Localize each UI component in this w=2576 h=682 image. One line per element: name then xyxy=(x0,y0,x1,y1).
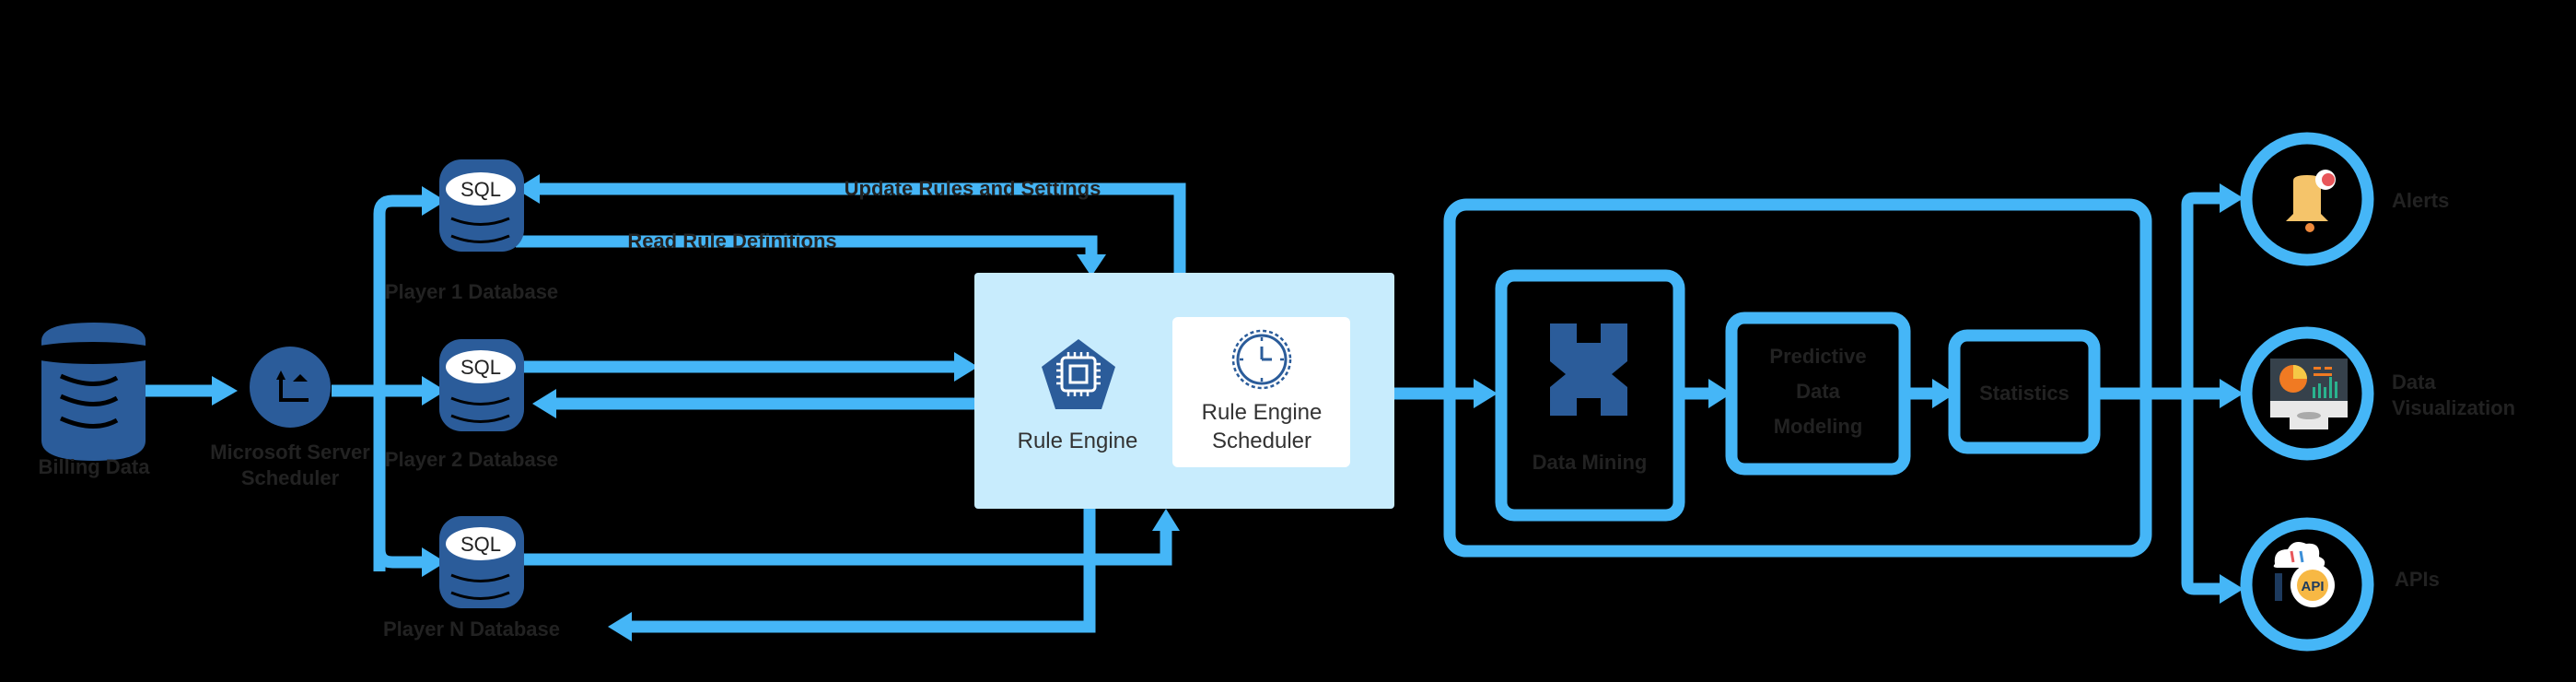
predictive-label-line3: Modeling xyxy=(1774,415,1863,438)
flow-bus-lower xyxy=(373,378,428,569)
bell-icon xyxy=(2286,170,2336,232)
arrowhead xyxy=(212,376,238,406)
scheduler-label-line2: Scheduler xyxy=(241,466,340,489)
arrowhead xyxy=(608,612,632,641)
api-cloud-gear-icon: API xyxy=(2273,542,2335,607)
sql-database-icon: SQL xyxy=(439,159,524,252)
predictive-box xyxy=(1725,312,1911,476)
sql-database-icon: SQL xyxy=(439,339,524,431)
chip-pentagon-icon xyxy=(1042,339,1115,409)
rule-engine-panel[interactable]: Rule Engine Rule Engine Scheduler xyxy=(974,273,1394,509)
update-rules-annotation: Update Rules and Settings xyxy=(845,177,1102,200)
rule-engine-scheduler-node[interactable]: Rule Engine Scheduler xyxy=(1172,317,1350,467)
arrowhead xyxy=(2220,379,2244,408)
clock-scheduler-icon xyxy=(250,347,331,428)
output-data-visualization[interactable]: Data Visualization xyxy=(2240,326,2515,461)
flow-dbn-to-engine xyxy=(520,525,1172,566)
data-mining-label: Data Mining xyxy=(1533,451,1648,474)
sql-icon-text: SQL xyxy=(460,178,501,201)
player-database-1[interactable]: SQL Player 1 Database xyxy=(385,159,558,303)
predictive-label-line1: Predictive xyxy=(1769,345,1866,368)
connectors xyxy=(146,174,2244,641)
flow-to-apis xyxy=(2181,394,2224,595)
arrowhead xyxy=(1077,254,1106,276)
arrowhead xyxy=(422,186,446,216)
billing-data-node[interactable]: Billing Data xyxy=(22,323,164,478)
arrowhead xyxy=(1932,379,1955,408)
player-2-database-label: Player 2 Database xyxy=(385,448,558,471)
sql-database-icon: SQL xyxy=(439,516,524,608)
rule-engine-label: Rule Engine xyxy=(1018,429,1138,453)
arrowhead xyxy=(422,376,446,406)
flow-bus-upper xyxy=(373,194,428,571)
scheduler-label-line1: Microsoft Server xyxy=(210,441,370,464)
apis-label: APIs xyxy=(2395,568,2440,591)
flow-to-alerts xyxy=(2181,192,2224,394)
predictive-label-line2: Data xyxy=(1796,380,1840,403)
sql-icon-text: SQL xyxy=(460,356,501,379)
scheduler-card xyxy=(1172,317,1350,467)
statistics-node[interactable]: Statistics xyxy=(1948,329,2101,454)
dashboard-monitor-icon xyxy=(2270,359,2348,429)
microsoft-scheduler-node[interactable]: Microsoft Server Scheduler xyxy=(210,347,370,489)
arrowhead xyxy=(1474,379,1498,408)
output-alerts[interactable]: Alerts xyxy=(2240,132,2449,266)
player-1-database-label: Player 1 Database xyxy=(385,280,558,303)
database-icon xyxy=(22,323,164,461)
arrowhead xyxy=(2220,574,2244,604)
arrowhead xyxy=(1708,379,1731,408)
flow-read-rules xyxy=(516,235,1098,260)
alerts-label: Alerts xyxy=(2392,189,2449,212)
data-visualization-label-line2: Visualization xyxy=(2392,396,2515,419)
rule-engine-node[interactable]: Rule Engine xyxy=(1018,339,1138,453)
player-n-database-label: Player N Database xyxy=(383,617,560,641)
data-mining-node[interactable]: Data Mining xyxy=(1495,269,1685,522)
billing-data-label: Billing Data xyxy=(38,455,150,478)
read-rules-annotation: Read Rule Definitions xyxy=(627,229,836,253)
api-icon-text: API xyxy=(2301,579,2324,594)
flow-update-rules xyxy=(534,182,1186,273)
arrowhead xyxy=(422,547,446,577)
player-database-2[interactable]: SQL Player 2 Database xyxy=(385,339,558,471)
arrowhead xyxy=(954,352,978,382)
data-mining-box xyxy=(1495,269,1685,522)
arrowhead xyxy=(532,389,556,418)
statistics-label: Statistics xyxy=(1979,382,2069,405)
scheduler-card-label-line2: Scheduler xyxy=(1212,429,1311,453)
clock-cycle-icon xyxy=(1231,329,1292,390)
output-apis[interactable]: API APIs xyxy=(2240,517,2440,652)
player-database-n[interactable]: SQL Player N Database xyxy=(383,516,560,641)
scheduler-card-label-line1: Rule Engine xyxy=(1202,400,1323,425)
arrowhead xyxy=(2220,183,2244,213)
arrowhead xyxy=(516,174,540,204)
data-mining-icon xyxy=(1550,323,1627,416)
flow-engine-to-dbn xyxy=(626,509,1096,633)
sql-icon-text: SQL xyxy=(460,533,501,556)
data-visualization-label-line1: Data xyxy=(2392,370,2436,394)
arrowhead xyxy=(1152,509,1180,531)
predictive-data-modeling-node[interactable]: Predictive Data Modeling xyxy=(1725,312,1911,476)
analytics-frame xyxy=(1443,198,2152,558)
statistics-box xyxy=(1948,329,2101,454)
